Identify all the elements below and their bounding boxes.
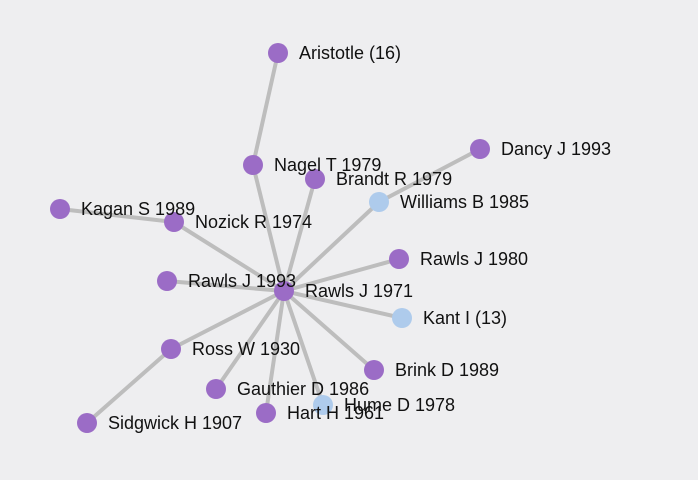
edge-rawls-j-1971-to-nozick-r-1974 (172, 220, 286, 293)
node-label-hume-d-1978: Hume D 1978 (344, 395, 455, 415)
edge-rawls-j-1971-to-williams-b-1985 (282, 200, 381, 293)
edge-ross-w-1930-to-sidgwick-h-1907 (85, 347, 173, 425)
node-rawls-j-1971[interactable] (274, 281, 294, 301)
edge-rawls-j-1971-to-brink-d-1989 (282, 289, 376, 372)
node-label-gauthier-d-1986: Gauthier D 1986 (237, 379, 369, 399)
node-brink-d-1989[interactable] (364, 360, 384, 380)
node-rawls-j-1993[interactable] (157, 271, 177, 291)
node-aristotle-16[interactable] (268, 43, 288, 63)
node-label-sidgwick-h-1907: Sidgwick H 1907 (108, 413, 242, 433)
node-label-brandt-r-1979: Brandt R 1979 (336, 169, 452, 189)
edge-rawls-j-1971-to-brandt-r-1979 (282, 177, 317, 293)
node-label-dancy-j-1993: Dancy J 1993 (501, 139, 611, 159)
node-label-rawls-j-1993: Rawls J 1993 (188, 271, 296, 291)
edge-rawls-j-1971-to-kant-i-13 (282, 289, 404, 320)
edge-williams-b-1985-to-dancy-j-1993 (377, 147, 482, 204)
node-label-nagel-t-1979: Nagel T 1979 (274, 155, 381, 175)
node-hume-d-1978[interactable] (313, 395, 333, 415)
edge-rawls-j-1971-to-hume-d-1978 (282, 289, 325, 407)
node-label-aristotle-16: Aristotle (16) (299, 43, 401, 63)
node-sidgwick-h-1907[interactable] (77, 413, 97, 433)
node-kant-i-13[interactable] (392, 308, 412, 328)
node-label-kagan-s-1989: Kagan S 1989 (81, 199, 195, 219)
node-williams-b-1985[interactable] (369, 192, 389, 212)
node-label-brink-d-1989: Brink D 1989 (395, 360, 499, 380)
edge-nagel-t-1979-to-aristotle-16 (251, 51, 280, 167)
edge-rawls-j-1971-to-rawls-j-1993 (165, 279, 286, 293)
node-hart-h-1961[interactable] (256, 403, 276, 423)
node-label-kant-i-13: Kant I (13) (423, 308, 507, 328)
node-label-ross-w-1930: Ross W 1930 (192, 339, 300, 359)
edge-rawls-j-1971-to-hart-h-1961 (264, 289, 286, 415)
node-label-rawls-j-1980: Rawls J 1980 (420, 249, 528, 269)
node-nozick-r-1974[interactable] (164, 212, 184, 232)
node-label-hart-h-1961: Hart H 1961 (287, 403, 384, 423)
node-nagel-t-1979[interactable] (243, 155, 263, 175)
node-kagan-s-1989[interactable] (50, 199, 70, 219)
nodes-layer (50, 43, 490, 433)
edge-rawls-j-1971-to-gauthier-d-1986 (214, 289, 286, 391)
edge-rawls-j-1971-to-rawls-j-1980 (282, 257, 401, 293)
edge-rawls-j-1971-to-nagel-t-1979 (251, 163, 286, 293)
node-rawls-j-1980[interactable] (389, 249, 409, 269)
node-dancy-j-1993[interactable] (470, 139, 490, 159)
edges-layer (58, 51, 482, 425)
node-label-nozick-r-1974: Nozick R 1974 (195, 212, 312, 232)
node-label-williams-b-1985: Williams B 1985 (400, 192, 529, 212)
node-label-rawls-j-1971: Rawls J 1971 (305, 281, 413, 301)
node-ross-w-1930[interactable] (161, 339, 181, 359)
node-brandt-r-1979[interactable] (305, 169, 325, 189)
edge-rawls-j-1971-to-ross-w-1930 (169, 289, 286, 351)
node-gauthier-d-1986[interactable] (206, 379, 226, 399)
edge-nozick-r-1974-to-kagan-s-1989 (58, 207, 176, 224)
